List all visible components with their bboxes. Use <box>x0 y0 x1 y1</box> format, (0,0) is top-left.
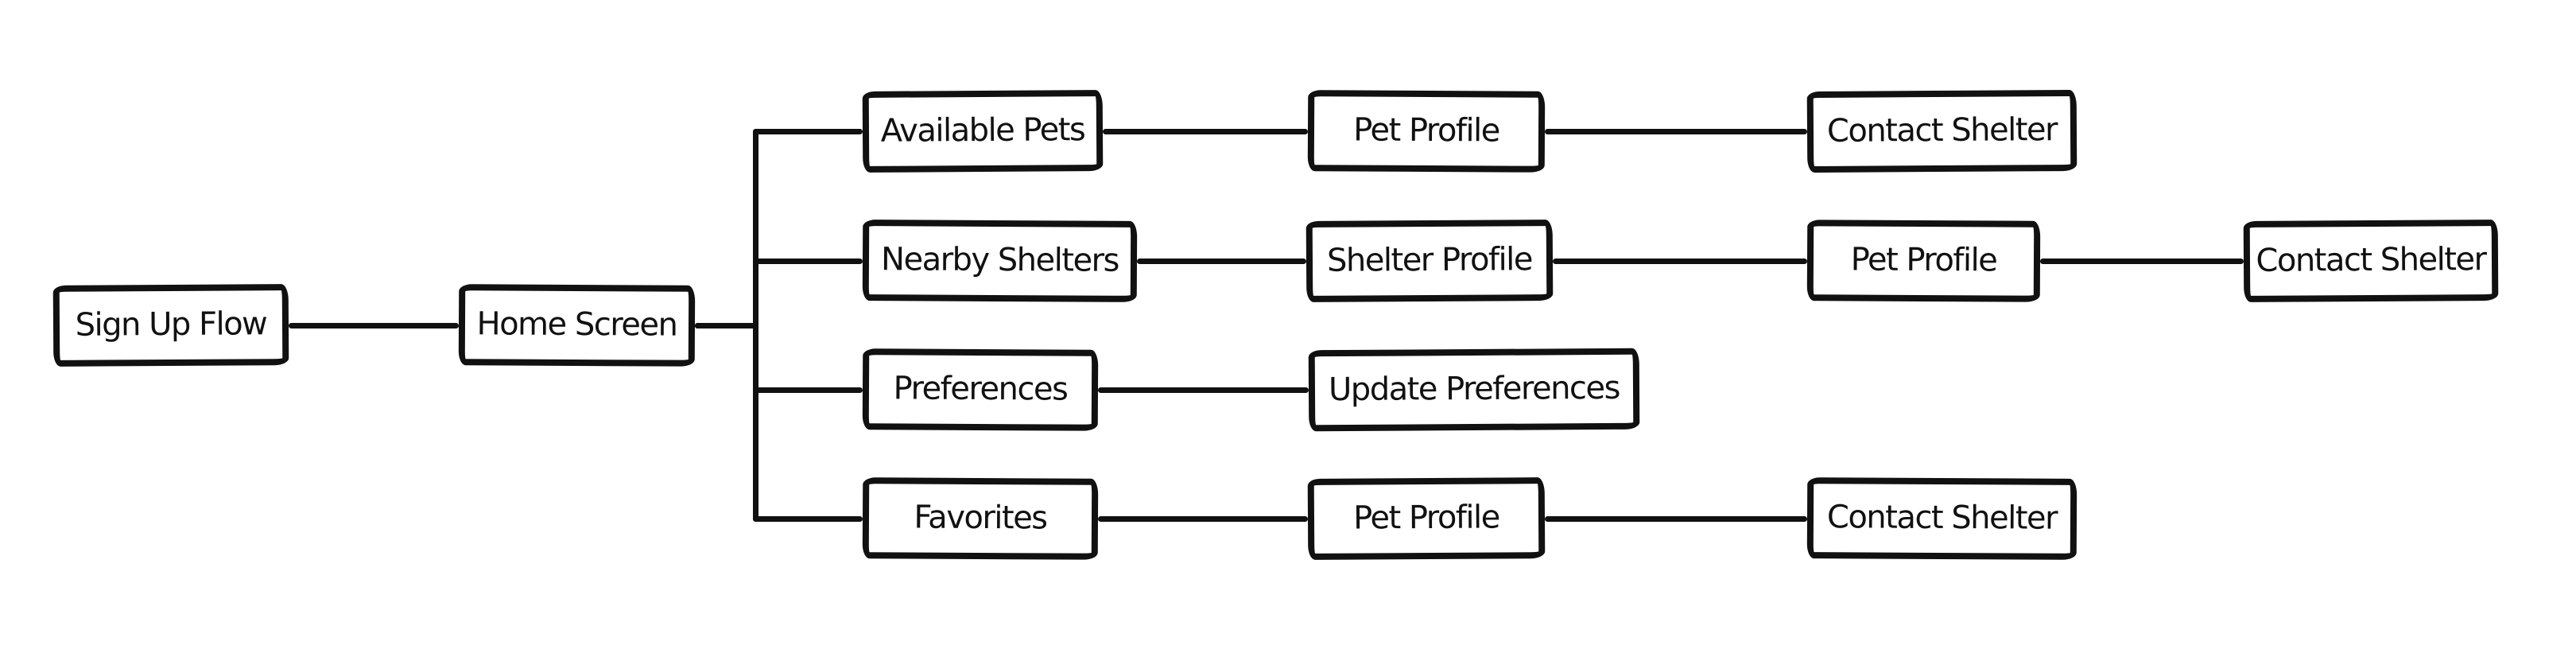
node-pp3[interactable]: Pet Profile <box>1307 477 1546 560</box>
node-label: Contact Shelter <box>1826 111 2058 150</box>
node-label: Update Preferences <box>1328 369 1620 409</box>
node-label: Pet Profile <box>1353 111 1499 150</box>
node-label: Available Pets <box>880 111 1085 150</box>
node-label: Shelter Profile <box>1326 241 1533 279</box>
node-label: Preferences <box>893 370 1068 408</box>
node-cs2[interactable]: Contact Shelter <box>2243 220 2499 302</box>
node-uprefs[interactable]: Update Preferences <box>1308 348 1640 432</box>
edge-line <box>752 515 863 522</box>
edge-line <box>1098 387 1309 393</box>
edge-line <box>289 322 459 328</box>
node-shelters[interactable]: Nearby Shelters <box>862 220 1138 302</box>
node-sp[interactable]: Shelter Profile <box>1305 220 1554 302</box>
node-label: Home Screen <box>476 305 677 344</box>
node-pp2[interactable]: Pet Profile <box>1806 220 2041 302</box>
edge-line <box>752 322 758 522</box>
edge-line <box>1137 258 1306 264</box>
edge-line <box>1103 128 1308 134</box>
node-signup[interactable]: Sign Up Flow <box>52 284 289 367</box>
edge-line <box>752 128 758 328</box>
node-home[interactable]: Home Screen <box>458 284 696 367</box>
node-label: Pet Profile <box>1353 499 1499 537</box>
node-favs[interactable]: Favorites <box>862 477 1099 560</box>
edge-line <box>752 387 863 393</box>
edge-line <box>1553 258 1807 264</box>
edge-line <box>752 128 863 134</box>
node-label: Pet Profile <box>1850 241 1997 279</box>
edge-line <box>752 258 863 264</box>
node-cs3[interactable]: Contact Shelter <box>1806 477 2077 560</box>
node-label: Favorites <box>914 499 1047 537</box>
edge-line <box>1545 515 1807 522</box>
node-cs1[interactable]: Contact Shelter <box>1806 89 2077 173</box>
node-label: Contact Shelter <box>1826 499 2058 537</box>
edge-line <box>752 258 758 328</box>
node-prefs[interactable]: Preferences <box>862 348 1099 431</box>
edge-line <box>1098 515 1308 522</box>
node-pets[interactable]: Available Pets <box>862 90 1104 173</box>
edge-line <box>695 322 758 328</box>
node-pp1[interactable]: Pet Profile <box>1307 90 1546 173</box>
node-label: Sign Up Flow <box>75 305 267 344</box>
edge-line <box>1545 128 1807 134</box>
node-label: Contact Shelter <box>2256 241 2486 279</box>
edge-line <box>2040 258 2244 264</box>
node-label: Nearby Shelters <box>880 241 1119 279</box>
